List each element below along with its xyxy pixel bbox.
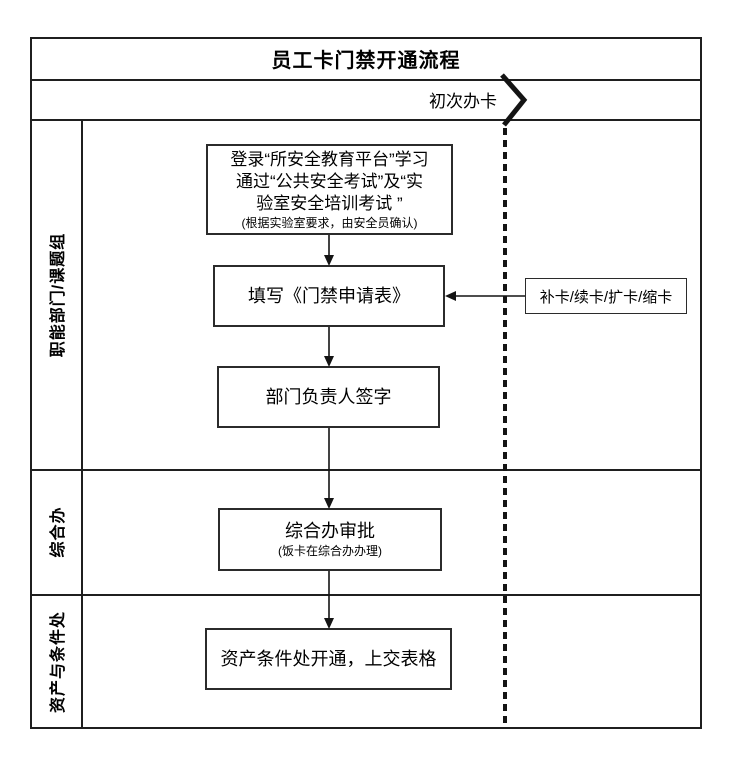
step-safety-training-line1: 登录“所安全教育平台”学习 — [230, 149, 429, 169]
lane-divider-2 — [30, 594, 702, 596]
step-approval-box: 综合办审批 (饭卡在综合办办理) — [218, 508, 442, 571]
step-fill-form-label: 填写《门禁申请表》 — [248, 285, 410, 306]
row-divider-title — [30, 79, 702, 81]
step-activation-box: 资产条件处开通，上交表格 — [205, 628, 452, 690]
page-title: 员工卡门禁开通流程 — [271, 49, 461, 72]
step-fill-form-box: 填写《门禁申请表》 — [213, 265, 445, 327]
step-approval-note: (饭卡在综合办办理) — [278, 544, 382, 558]
side-card-options-label: 补卡/续卡/扩卡/缩卡 — [539, 288, 673, 306]
step-approval-label: 综合办审批 — [285, 521, 375, 541]
step-safety-training-note: (根据实验室要求，由安全员确认) — [241, 215, 418, 230]
lane-label-asset-division: 资产与条件处 — [50, 610, 67, 714]
lane-label-functional-department: 职能部门/课题组 — [50, 232, 67, 358]
step-activation-label: 资产条件处开通，上交表格 — [220, 648, 437, 669]
step-signature-box: 部门负责人签字 — [217, 366, 440, 428]
step-safety-training-box: 登录“所安全教育平台”学习 通过“公共安全考试”及“实 验室安全培训考试 ” (… — [206, 144, 453, 235]
lane-label-column-divider — [81, 119, 83, 729]
step-signature-label: 部门负责人签字 — [265, 386, 392, 407]
row-divider-header — [30, 119, 702, 121]
lane-label-general-office: 综合办 — [50, 506, 67, 558]
first-time-card-label: 初次办卡 — [429, 91, 497, 111]
side-card-options-box: 补卡/续卡/扩卡/缩卡 — [525, 278, 687, 314]
step-safety-training-line3: 验室安全培训考试 ” — [256, 193, 403, 213]
step-safety-training-line2: 通过“公共安全考试”及“实 — [236, 171, 423, 191]
lane-divider-1 — [30, 469, 702, 471]
